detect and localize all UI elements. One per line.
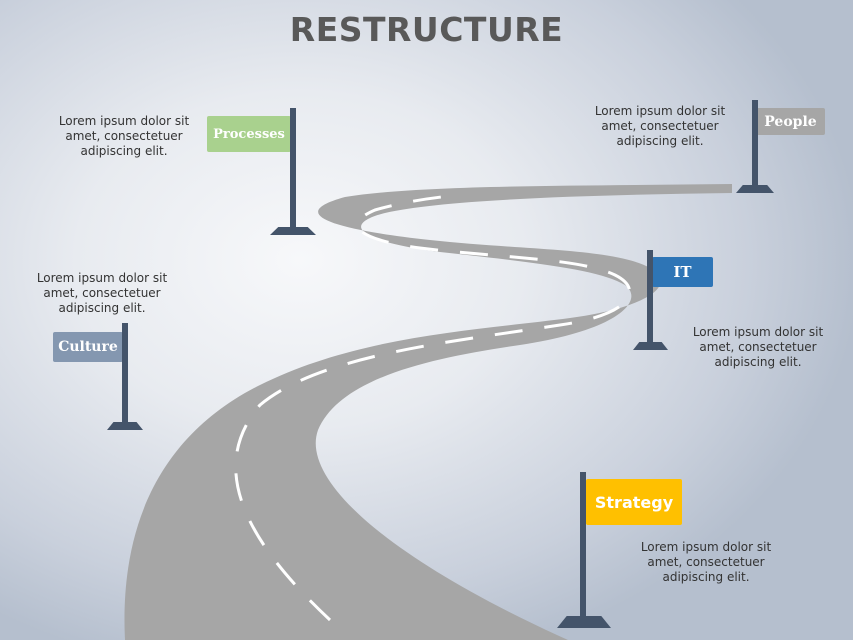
it-flag: IT: [652, 257, 713, 287]
culture-description: Lorem ipsum dolor sit amet, consectetuer…: [12, 271, 192, 316]
people-pole: [752, 100, 758, 188]
people-label: People: [764, 113, 817, 130]
desc-line: Lorem ipsum dolor sit: [58, 114, 190, 128]
desc-line: adipiscing elit.: [714, 355, 802, 369]
people-pole-base: [736, 185, 774, 193]
it-pole: [647, 250, 653, 346]
desc-line: adipiscing elit.: [662, 570, 750, 584]
processes-description: Lorem ipsum dolor sit amet, consectetuer…: [34, 114, 214, 159]
desc-line: adipiscing elit.: [80, 144, 168, 158]
culture-pole: [122, 323, 128, 427]
desc-line: amet, consectetuer: [699, 340, 817, 354]
culture-label: Culture: [58, 339, 118, 355]
people-flag: People: [756, 108, 825, 135]
road-centerline: [234, 193, 632, 622]
desc-line: amet, consectetuer: [601, 119, 719, 133]
processes-flag: Processes: [207, 116, 291, 152]
road-surface: [124, 184, 732, 640]
strategy-flag: Strategy: [586, 479, 682, 525]
strategy-pole: [580, 472, 586, 620]
desc-line: Lorem ipsum dolor sit: [692, 325, 824, 339]
desc-line: Lorem ipsum dolor sit: [640, 540, 772, 554]
it-label: IT: [673, 263, 692, 281]
it-description: Lorem ipsum dolor sit amet, consectetuer…: [668, 325, 848, 370]
desc-line: amet, consectetuer: [43, 286, 161, 300]
desc-line: Lorem ipsum dolor sit: [594, 104, 726, 118]
desc-line: amet, consectetuer: [65, 129, 183, 143]
desc-line: Lorem ipsum dolor sit: [36, 271, 168, 285]
desc-line: amet, consectetuer: [647, 555, 765, 569]
desc-line: adipiscing elit.: [58, 301, 146, 315]
culture-flag: Culture: [53, 332, 123, 362]
processes-label: Processes: [213, 126, 285, 142]
strategy-description: Lorem ipsum dolor sit amet, consectetuer…: [616, 540, 796, 585]
strategy-pole-base: [557, 616, 611, 628]
people-description: Lorem ipsum dolor sit amet, consectetuer…: [570, 104, 750, 149]
desc-line: adipiscing elit.: [616, 134, 704, 148]
strategy-label: Strategy: [594, 492, 674, 512]
processes-pole-base: [270, 227, 316, 235]
processes-pole: [290, 108, 296, 230]
slide-title: RESTRUCTURE: [289, 10, 564, 49]
culture-pole-base: [107, 422, 143, 430]
it-pole-base: [633, 342, 668, 350]
